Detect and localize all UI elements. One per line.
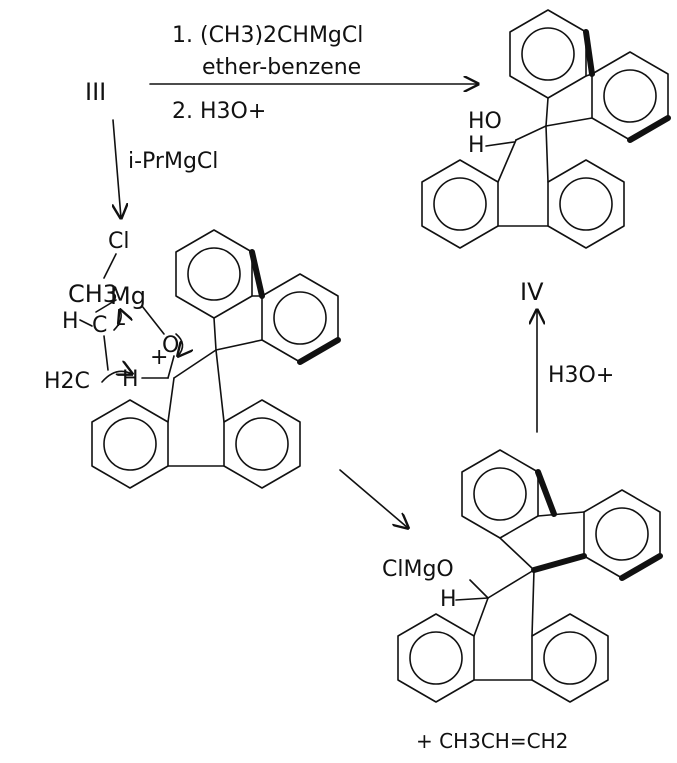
top-reaction: III 1. (CH3)2CHMgCl ether-benzene 2. H3O… <box>85 23 478 124</box>
int-o: O <box>162 333 179 358</box>
int-c: C <box>92 313 107 338</box>
compound-iv-label: IV <box>520 278 544 306</box>
iv-h-label: H <box>468 133 485 158</box>
alk-h-label: H <box>440 587 457 612</box>
int-mg: Mg <box>110 282 146 310</box>
reagent-step1: 1. (CH3)2CHMgCl <box>172 23 363 48</box>
intermediate-structure: Cl CH3 Mg H C - + O H2C H <box>44 229 341 489</box>
byproduct-propene: + CH3CH=CH2 <box>416 729 568 753</box>
int-cl: Cl <box>108 229 129 254</box>
int-oplus: + <box>150 345 168 370</box>
alk-clmgo-label: ClMgO <box>382 557 454 582</box>
right-reaction: H3O+ <box>537 310 614 433</box>
left-reaction: i-PrMgCl <box>113 119 218 218</box>
reagent-h3o: H3O+ <box>548 363 614 388</box>
arrow-iii-to-intermediate <box>113 119 121 218</box>
int-h2c: H2C <box>44 369 90 394</box>
reagent-step2: 2. H3O+ <box>172 99 266 124</box>
int-h: H <box>62 309 79 334</box>
iv-ho-label: HO <box>468 109 502 134</box>
reagent-solvent: ether-benzene <box>202 55 361 80</box>
alkoxide-structure: ClMgO H <box>382 449 663 703</box>
compound-iii-label: III <box>85 78 106 106</box>
reagent-iprmgcl: i-PrMgCl <box>128 149 218 174</box>
product-iv-structure: HO H <box>421 9 671 249</box>
arrow-intermediate-to-alkoxide <box>339 469 408 528</box>
